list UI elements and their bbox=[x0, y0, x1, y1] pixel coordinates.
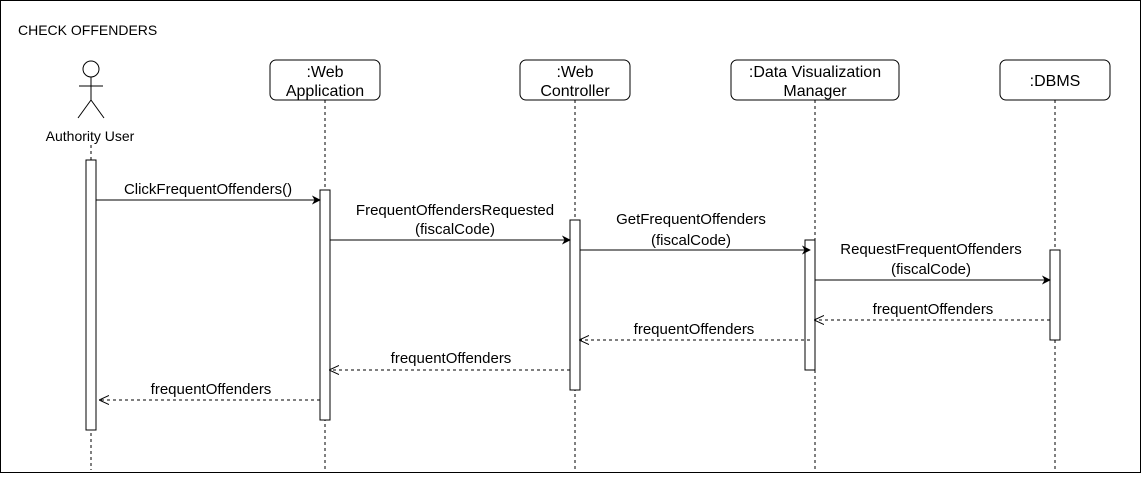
activation-bar-web-controller bbox=[569, 219, 581, 391]
message-label: (fiscalCode) bbox=[415, 221, 495, 238]
participant-dbms: :DBMS bbox=[999, 59, 1111, 101]
message-label: ClickFrequentOffenders() bbox=[124, 181, 292, 198]
actor-label: Authority User bbox=[46, 128, 135, 144]
message-label: FrequentOffendersRequested bbox=[356, 202, 554, 219]
activation-bar-data-visualization-manager bbox=[804, 239, 816, 371]
diagram-title: CHECK OFFENDERS bbox=[18, 22, 157, 38]
participant-data-visualization-manager: :Data Visualization Manager bbox=[730, 59, 900, 101]
participant-label: :DBMS bbox=[1030, 73, 1081, 90]
activation-bar-authority-user bbox=[85, 159, 97, 431]
activation-bar-web-application bbox=[319, 189, 331, 421]
participant-label: Controller bbox=[540, 83, 610, 100]
message-label: RequestFrequentOffenders bbox=[840, 241, 1022, 258]
return-label: frequentOffenders bbox=[634, 321, 755, 338]
participant-label: Manager bbox=[783, 83, 847, 100]
activation-bar-dbms bbox=[1049, 249, 1061, 341]
participant-label: :Web bbox=[556, 64, 593, 81]
participant-label: :Web bbox=[306, 64, 343, 81]
return-label: frequentOffenders bbox=[391, 350, 512, 367]
participant-label: Application bbox=[286, 83, 364, 100]
message-label: GetFrequentOffenders bbox=[616, 211, 766, 228]
message-label: (fiscalCode) bbox=[651, 232, 731, 249]
participant-web-application: :Web Application bbox=[269, 59, 381, 101]
participant-label: :Data Visualization bbox=[749, 64, 881, 81]
return-label: frequentOffenders bbox=[873, 301, 994, 318]
participant-web-controller: :Web Controller bbox=[519, 59, 631, 101]
actor-icon bbox=[77, 60, 105, 119]
message-label: (fiscalCode) bbox=[891, 261, 971, 278]
return-label: frequentOffenders bbox=[151, 381, 272, 398]
